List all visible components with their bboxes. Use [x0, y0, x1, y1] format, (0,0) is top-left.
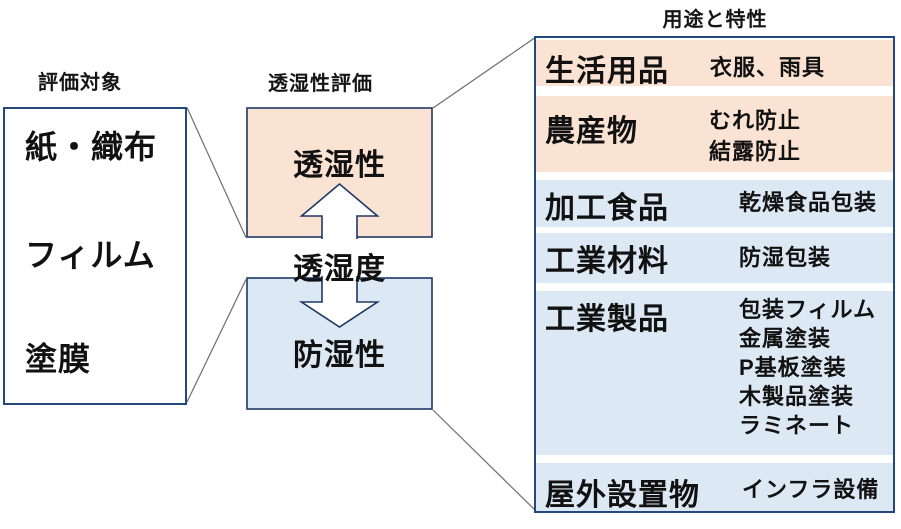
row-value: ラミネート: [739, 413, 855, 438]
connector-line-right-bottom: [432, 409, 537, 512]
permeability-label: 透湿性: [293, 149, 386, 182]
middle-panel-title: 透湿性評価: [268, 73, 373, 95]
row-label: 屋外設置物: [545, 479, 700, 512]
row-label: 農産物: [545, 115, 638, 148]
table-row: 生活用品 衣服、雨具: [536, 40, 893, 88]
row-value: インフラ設備: [742, 477, 880, 502]
row-label: 工業製品: [545, 303, 669, 336]
row-label: 生活用品: [545, 55, 669, 88]
left-panel-title: 評価対象: [38, 72, 122, 94]
permeability-diagram: [246, 107, 433, 410]
row-value: 防湿包装: [739, 245, 832, 270]
uses-characteristics-table: 生活用品 衣服、雨具 農産物 むれ防止 結露防止 加工食品 乾燥食品包装 工業材…: [534, 36, 895, 513]
right-panel-title: 用途と特性: [662, 9, 768, 31]
target-item: フィルム: [25, 237, 156, 273]
evaluation-target-panel: 紙・織布 フィルム 塗膜: [3, 107, 187, 405]
table-row: 工業製品 包装フィルム 金属塗装 P基板塗装 木製品塗装 ラミネート: [536, 291, 893, 455]
row-label: 工業材料: [545, 245, 669, 278]
moisture-proof-label: 防湿性: [293, 339, 386, 372]
down-arrow-icon: [298, 276, 381, 328]
row-value: P基板塗装: [739, 355, 847, 380]
row-value: むれ防止: [709, 108, 802, 133]
row-value: 金属塗装: [739, 326, 832, 351]
up-arrow-icon: [299, 182, 380, 239]
table-row: 工業材料 防湿包装: [536, 233, 893, 283]
connector-line-right-top: [432, 36, 537, 109]
target-item: 紙・織布: [25, 129, 158, 165]
row-value: 木製品塗装: [739, 384, 855, 409]
permeability-degree-label: 透湿度: [293, 253, 386, 286]
target-item: 塗膜: [25, 341, 92, 377]
connector-line-left-top: [186, 107, 247, 238]
connector-line-left-bottom: [186, 279, 247, 403]
table-row: 農産物 むれ防止 結露防止: [536, 96, 893, 172]
row-value: 乾燥食品包装: [739, 190, 878, 215]
permeability-evaluation-panel: 透湿性 透湿度 防湿性: [246, 107, 433, 411]
table-row: 加工食品 乾燥食品包装: [536, 180, 893, 227]
table-row: 屋外設置物 インフラ設備: [536, 463, 893, 512]
row-value: 衣服、雨具: [710, 55, 826, 80]
row-value: 結露防止: [709, 139, 802, 164]
row-label: 加工食品: [545, 192, 669, 225]
row-value: 包装フィルム: [739, 297, 877, 322]
